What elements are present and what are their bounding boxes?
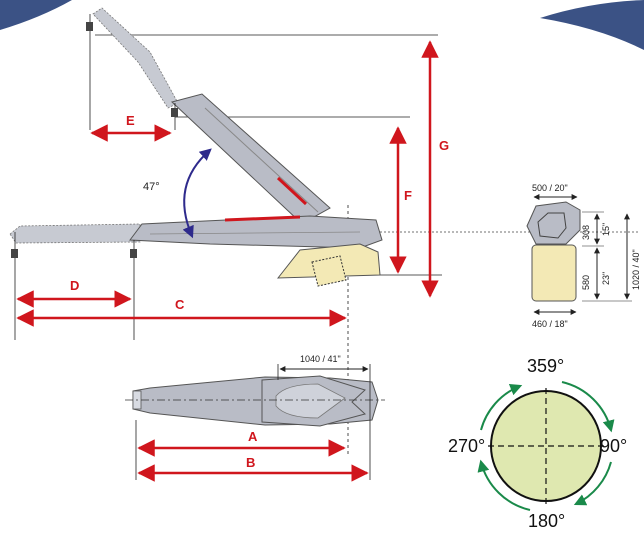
head-width-bottom: 460 / 18" <box>532 319 568 329</box>
rotation-top: 359° <box>527 356 564 376</box>
rotation-bottom: 180° <box>528 511 565 531</box>
head-view: 500 / 20" 460 / 18" 308 15" 580 23" 1020… <box>526 183 641 329</box>
head-height-lower-mm: 580 <box>581 275 591 290</box>
dimension-e-label: E <box>126 113 135 128</box>
side-view: 47° E D C F G <box>9 7 640 455</box>
dimension-d-label: D <box>70 278 79 293</box>
top-view: 1040 / 41" A B <box>125 354 385 482</box>
dial-circle <box>490 390 602 502</box>
boom-extended-horizontal <box>9 223 141 244</box>
rotation-right: 90° <box>600 436 627 456</box>
rotation-arc-bottom-left <box>477 459 531 511</box>
dimension-f-label: F <box>404 188 412 203</box>
top-view-width: 1040 / 41" <box>300 354 341 364</box>
angle-arc <box>182 148 212 239</box>
dimension-a-label: A <box>248 429 258 444</box>
rotation-arc-bottom-right <box>573 461 612 506</box>
rotation-left: 270° <box>448 436 485 456</box>
boom-extended-upper <box>92 7 179 109</box>
rotation-arc-left <box>480 384 523 431</box>
corner-decoration-right <box>540 0 644 50</box>
corner-decoration-left <box>0 0 72 30</box>
head-height-upper-mm: 308 <box>581 225 591 240</box>
rotation-arc-right <box>561 381 615 433</box>
head-top <box>526 201 581 245</box>
head-width-top: 500 / 20" <box>532 183 568 193</box>
head-height-total: 1020 / 40" <box>631 249 641 290</box>
head-height-lower-in: 23" <box>601 272 611 285</box>
dimension-c-label: C <box>175 297 185 312</box>
rotation-dial: 359° 90° 180° 270° <box>448 356 627 531</box>
dimension-b-label: B <box>246 455 255 470</box>
head-height-upper-in: 15" <box>601 223 611 236</box>
dimension-g-label: G <box>439 138 449 153</box>
angle-label: 47° <box>143 181 160 193</box>
head-body <box>531 244 577 302</box>
